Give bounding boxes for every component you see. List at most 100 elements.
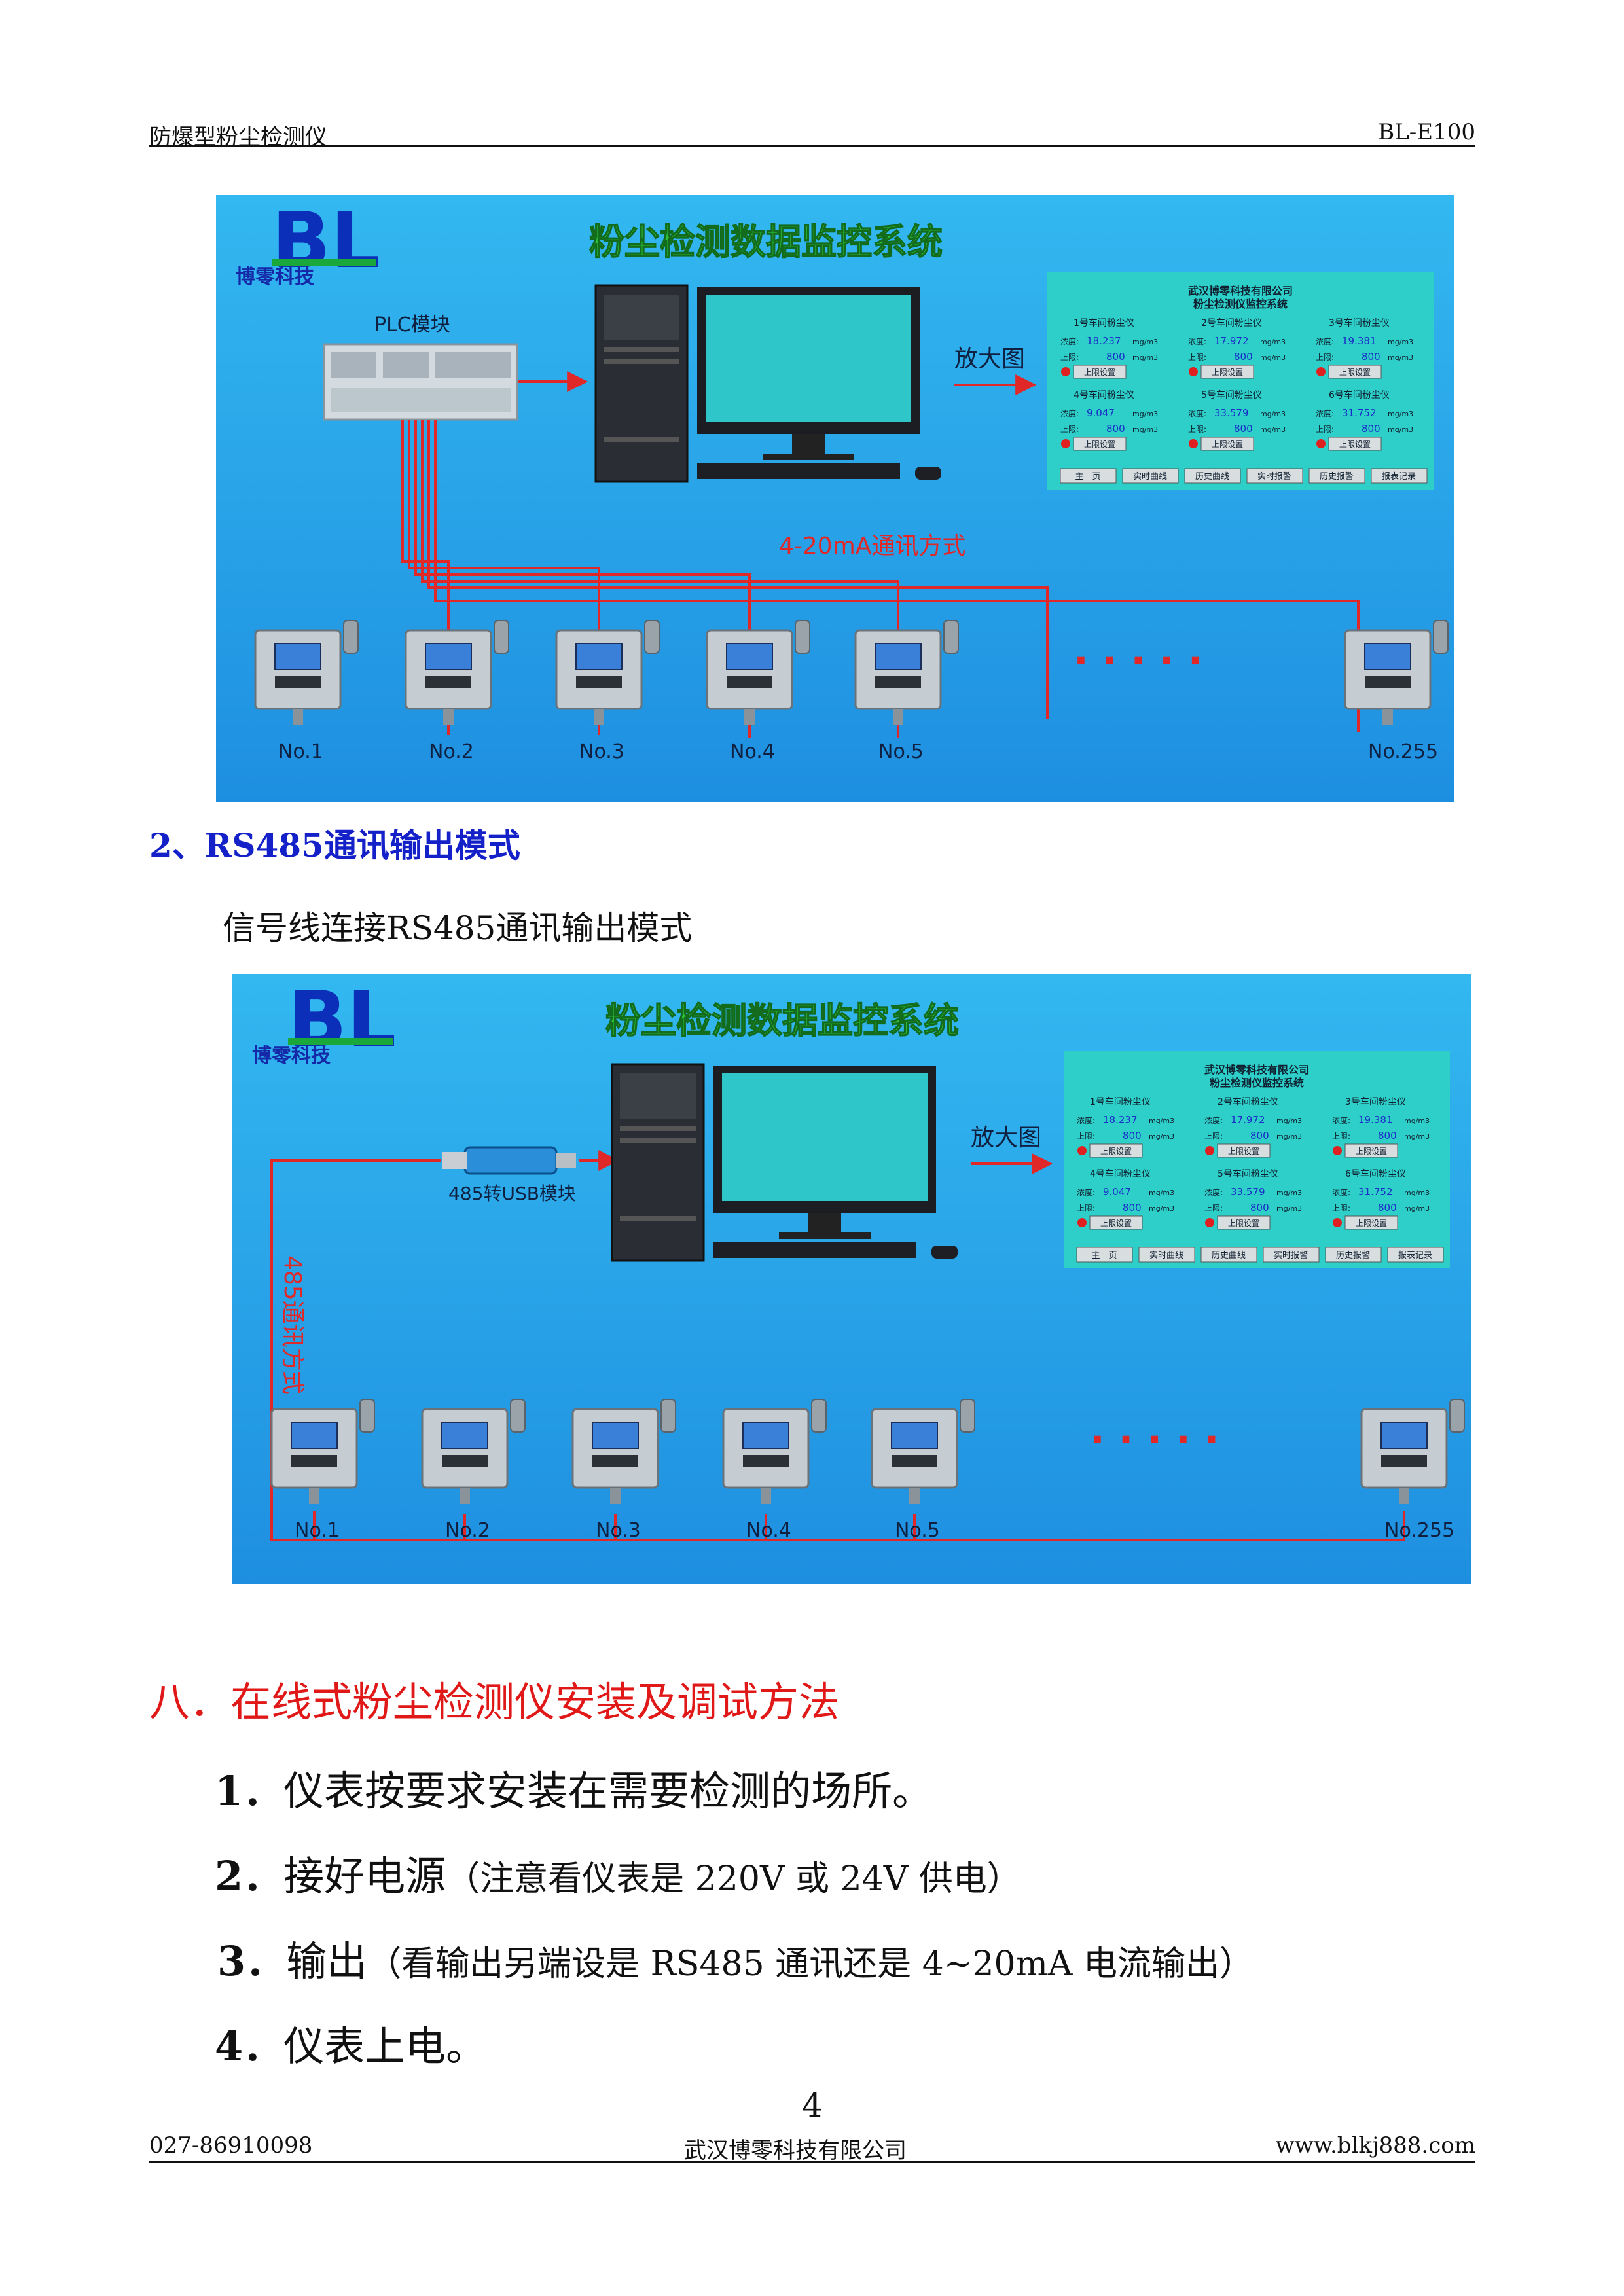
svg-text:mg/m3: mg/m3 [1149, 1204, 1174, 1213]
panel-nav-button[interactable]: 实时报警 [1263, 1247, 1320, 1263]
alarm-light-icon [1316, 439, 1326, 448]
panel-company: 武汉博零科技有限公司 [1204, 1064, 1309, 1076]
svg-text:实时报警: 实时报警 [1274, 1250, 1308, 1261]
step-note: （注意看仪表是 220V 或 24V 供电） [446, 1859, 1021, 1899]
lcd-screen [291, 1422, 338, 1449]
svg-text:上限设置: 上限设置 [1356, 1219, 1387, 1228]
lcd-screen [425, 643, 472, 670]
svg-text:主 页: 主 页 [1075, 472, 1100, 482]
limit-setting-button[interactable]: 上限设置 [1344, 1143, 1398, 1158]
unit-text: mg/m3 [1149, 1189, 1174, 1197]
sensor-probe-icon [943, 620, 959, 654]
lcd-screen [575, 643, 623, 670]
limit-setting-button[interactable]: 上限设置 [1073, 365, 1127, 379]
usb-module-label: 485转USB模块 [448, 1183, 576, 1204]
panel-nav-button[interactable]: 实时曲线 [1122, 468, 1179, 484]
alarm-light-icon [1189, 367, 1198, 376]
step-1: 1．仪表按要求安装在需要检测的场所。 [215, 1758, 933, 1817]
more-devices-dots: · · · · · [1090, 1417, 1219, 1463]
conc-label: 浓度: [1188, 336, 1206, 346]
svg-text:mg/m3: mg/m3 [1276, 1132, 1302, 1141]
device-label: No.1 [295, 1519, 340, 1542]
alarm-light-icon [1077, 1146, 1087, 1155]
svg-text:mg/m3: mg/m3 [1404, 1132, 1430, 1141]
limit-setting-button[interactable]: 上限设置 [1328, 437, 1382, 451]
panel-nav-button[interactable]: 实时曲线 [1138, 1247, 1195, 1263]
step-number: 2． [215, 1852, 284, 1900]
svg-text:实时曲线: 实时曲线 [1133, 472, 1167, 482]
plc-module-label: PLC模块 [374, 314, 450, 336]
limit-label: 上限: [1077, 1204, 1095, 1213]
limit-value: 800 [1234, 351, 1253, 363]
dust-detector-device: No.3 [571, 1399, 676, 1542]
footer-company: 武汉博零科技有限公司 [684, 2138, 907, 2164]
svg-text:上限设置: 上限设置 [1212, 440, 1243, 449]
svg-text:mg/m3: mg/m3 [1132, 425, 1158, 434]
sensor-probe-icon [359, 1399, 375, 1433]
monitor [713, 1066, 958, 1259]
svg-text:上限设置: 上限设置 [1356, 1147, 1387, 1156]
panel-nav-button[interactable]: 实时报警 [1246, 468, 1303, 484]
device-label: No.1 [278, 740, 323, 763]
unit-name: 6号车间粉尘仪 [1329, 389, 1390, 401]
panel-nav-button[interactable]: 历史曲线 [1184, 468, 1241, 484]
panel-nav: 主 页实时曲线历史曲线 实时报警 历史报警 报表记录 [1076, 1247, 1444, 1263]
panel-nav-button[interactable]: 主 页 [1076, 1247, 1133, 1263]
svg-text:mg/m3: mg/m3 [1276, 1204, 1302, 1213]
dust-detector-device: No.1 [254, 620, 359, 763]
step-text: 仪表上电。 [283, 2022, 487, 2070]
panel-nav-button[interactable]: 报表记录 [1387, 1247, 1444, 1263]
dust-detector-device: No.255 [1344, 620, 1449, 763]
step-text: 接好电源 [283, 1852, 446, 1900]
svg-text:上限设置: 上限设置 [1212, 368, 1243, 377]
svg-text:上限设置: 上限设置 [1084, 440, 1115, 449]
panel-nav-button[interactable]: 历史曲线 [1200, 1247, 1257, 1263]
panel-nav-button[interactable]: 历史报警 [1325, 1247, 1382, 1263]
svg-text:BL: BL [288, 974, 396, 1064]
svg-text:上限设置: 上限设置 [1339, 368, 1371, 377]
svg-text:mg/m3: mg/m3 [1132, 353, 1158, 362]
brand-logo: BL 博零科技 [236, 195, 380, 289]
sensor-probe-icon [795, 620, 810, 654]
limit-setting-button[interactable]: 上限设置 [1328, 365, 1382, 379]
limit-setting-button[interactable]: 上限设置 [1344, 1215, 1398, 1230]
unit-name: 4号车间粉尘仪 [1090, 1168, 1151, 1179]
unit-text: mg/m3 [1404, 1189, 1430, 1197]
device-label: No.5 [895, 1519, 940, 1542]
limit-setting-button[interactable]: 上限设置 [1089, 1143, 1143, 1158]
brand-name: 博零科技 [252, 1045, 331, 1067]
step-number: 4． [215, 2022, 284, 2070]
limit-setting-button[interactable]: 上限设置 [1200, 365, 1254, 379]
dust-detector-device: No.5 [854, 620, 959, 763]
comm-label: 485通讯方式 [279, 1255, 306, 1395]
unit-text: mg/m3 [1276, 1189, 1302, 1197]
panel-company: 武汉博零科技有限公司 [1188, 285, 1293, 297]
conc-label: 浓度: [1204, 1115, 1223, 1125]
limit-setting-button[interactable]: 上限设置 [1073, 437, 1127, 451]
panel-nav-button[interactable]: 历史报警 [1308, 468, 1365, 484]
page-number: 4 [802, 2087, 823, 2125]
conc-value: 9.047 [1103, 1186, 1131, 1198]
unit-name: 5号车间粉尘仪 [1218, 1168, 1278, 1179]
limit-setting-button[interactable]: 上限设置 [1200, 437, 1254, 451]
conc-value: 33.579 [1214, 407, 1249, 419]
sensor-probe-icon [1449, 1399, 1465, 1433]
usb-485-module: 485转USB模块 [442, 1146, 576, 1204]
conc-label: 浓度: [1332, 1187, 1350, 1197]
limit-setting-button[interactable]: 上限设置 [1089, 1215, 1143, 1230]
panel-nav-button[interactable]: 报表记录 [1371, 468, 1428, 484]
lcd-screen [726, 643, 773, 670]
limit-setting-button[interactable]: 上限设置 [1217, 1215, 1271, 1230]
svg-text:报表记录: 报表记录 [1398, 1251, 1432, 1261]
device-label: No.4 [746, 1519, 791, 1542]
limit-setting-button[interactable]: 上限设置 [1217, 1143, 1271, 1158]
sensor-probe-icon [494, 620, 509, 654]
limit-value: 800 [1106, 423, 1125, 435]
limit-value: 800 [1378, 1130, 1397, 1141]
panel-nav-button[interactable]: 主 页 [1060, 468, 1117, 484]
